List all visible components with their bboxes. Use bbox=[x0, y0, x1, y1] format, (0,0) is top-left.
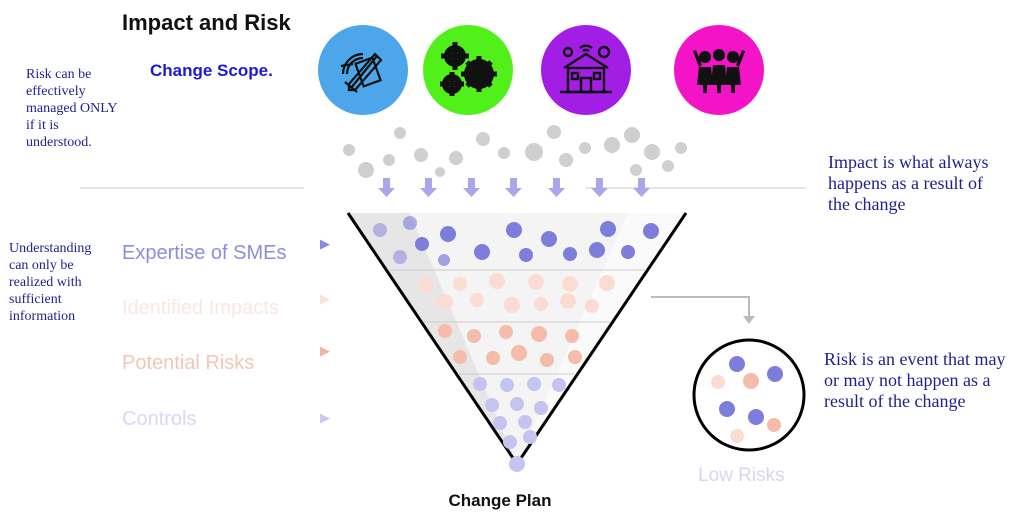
layer-arrow-icon: ▶ bbox=[320, 291, 330, 306]
smart-building-icon bbox=[541, 25, 631, 115]
impact-definition: Impact is what always happens as a resul… bbox=[828, 152, 989, 214]
layer-arrow-icon: ▶ bbox=[320, 236, 330, 251]
people-group-icon bbox=[674, 25, 764, 115]
change-scope-label: Change Scope. bbox=[150, 61, 273, 80]
impact-particles bbox=[418, 273, 615, 313]
low-risk-connector bbox=[651, 296, 750, 318]
layer-label-sme: Expertise of SMEs bbox=[122, 242, 287, 264]
layer-arrow-icon: ▶ bbox=[320, 343, 330, 358]
funnel-left-edge bbox=[346, 212, 519, 465]
sme-particles bbox=[373, 216, 659, 266]
layer-label-impacts: Identified Impacts bbox=[122, 297, 279, 319]
design-tools-icon bbox=[318, 25, 408, 115]
risk-particles bbox=[438, 324, 582, 367]
funnel-output-label: Change Plan bbox=[448, 491, 552, 510]
gears-icon bbox=[423, 25, 513, 115]
low-risks-label: Low Risks bbox=[698, 465, 785, 486]
low-risk-particles bbox=[711, 356, 783, 443]
down-arrows bbox=[378, 178, 650, 197]
layer-label-risks: Potential Risks bbox=[122, 352, 255, 374]
funnel-right-edge bbox=[515, 212, 688, 465]
control-particles bbox=[473, 377, 566, 472]
risk-managed-note: Risk can be effectively managed ONLY if … bbox=[26, 67, 117, 150]
funnel-layer-dividers bbox=[390, 269, 646, 375]
layer-label-controls: Controls bbox=[122, 408, 197, 430]
low-risk-circle bbox=[692, 338, 806, 452]
layer-arrow-icon: ▶ bbox=[320, 410, 330, 425]
grey-particles bbox=[343, 125, 687, 178]
understanding-note: Understanding can only be realized with … bbox=[9, 241, 92, 324]
diagram-title: Impact and Risk bbox=[122, 10, 291, 35]
risk-definition: Risk is an event that may or may not hap… bbox=[824, 349, 1006, 411]
